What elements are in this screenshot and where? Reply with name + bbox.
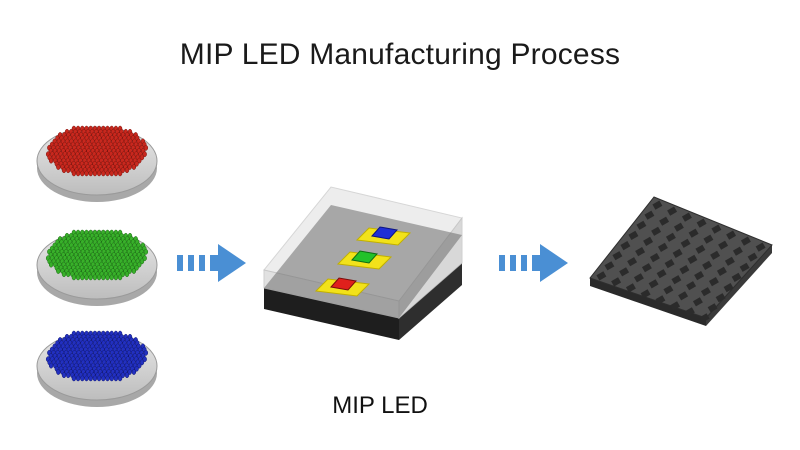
red-led-wafer: [36, 125, 158, 202]
blue-chip: [355, 226, 412, 246]
red-led-chips: [45, 125, 149, 177]
blue-led-wafer: [36, 330, 158, 407]
dashed-arrow-2: [499, 244, 568, 282]
red-chip: [314, 277, 371, 297]
led-display-module: [589, 196, 773, 326]
mip-led-caption: MIP LED: [332, 392, 428, 419]
green-led-chips: [45, 229, 149, 281]
module-led-grid: [596, 200, 766, 323]
green-chip: [336, 250, 393, 270]
blue-led-chips: [45, 330, 149, 382]
green-led-wafer: [36, 229, 158, 306]
mip-led-package: [263, 186, 463, 340]
diagram-title: MIP LED Manufacturing Process: [179, 38, 621, 71]
dashed-arrow-1: [177, 244, 246, 282]
